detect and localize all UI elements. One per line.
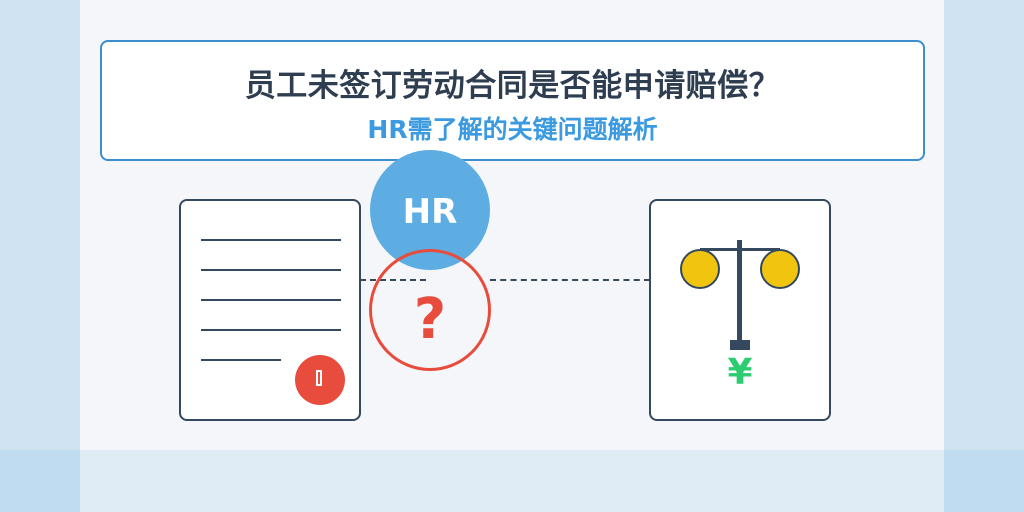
left-side-strip [0,0,80,512]
scale-pan-right-icon [760,249,800,289]
hr-circle: HR [370,150,490,270]
warning-badge-icon [295,355,345,405]
page-subtitle: HR需了解的关键问题解析 [367,115,658,144]
document-line [201,329,341,331]
question-circle-icon: ? [369,249,491,371]
bottom-right-corner [944,450,1024,512]
page-title: 员工未签订劳动合同是否能申请赔偿？ [244,68,781,104]
bottom-band [80,450,944,512]
scale-base [730,340,750,350]
missing-glyph-icon [316,370,322,386]
document-line [201,239,341,241]
document-line [201,299,341,301]
right-side-strip [944,0,1024,512]
document-line [201,269,341,271]
connector-dashed-line-right [490,279,650,281]
title-banner: 员工未签订劳动合同是否能申请赔偿？ HR需了解的关键问题解析 [100,40,925,161]
scale-pole [737,240,742,345]
bottom-left-corner [0,450,80,512]
scale-pan-left-icon [680,249,720,289]
yen-icon: ¥ [727,352,753,393]
document-line [201,359,281,361]
